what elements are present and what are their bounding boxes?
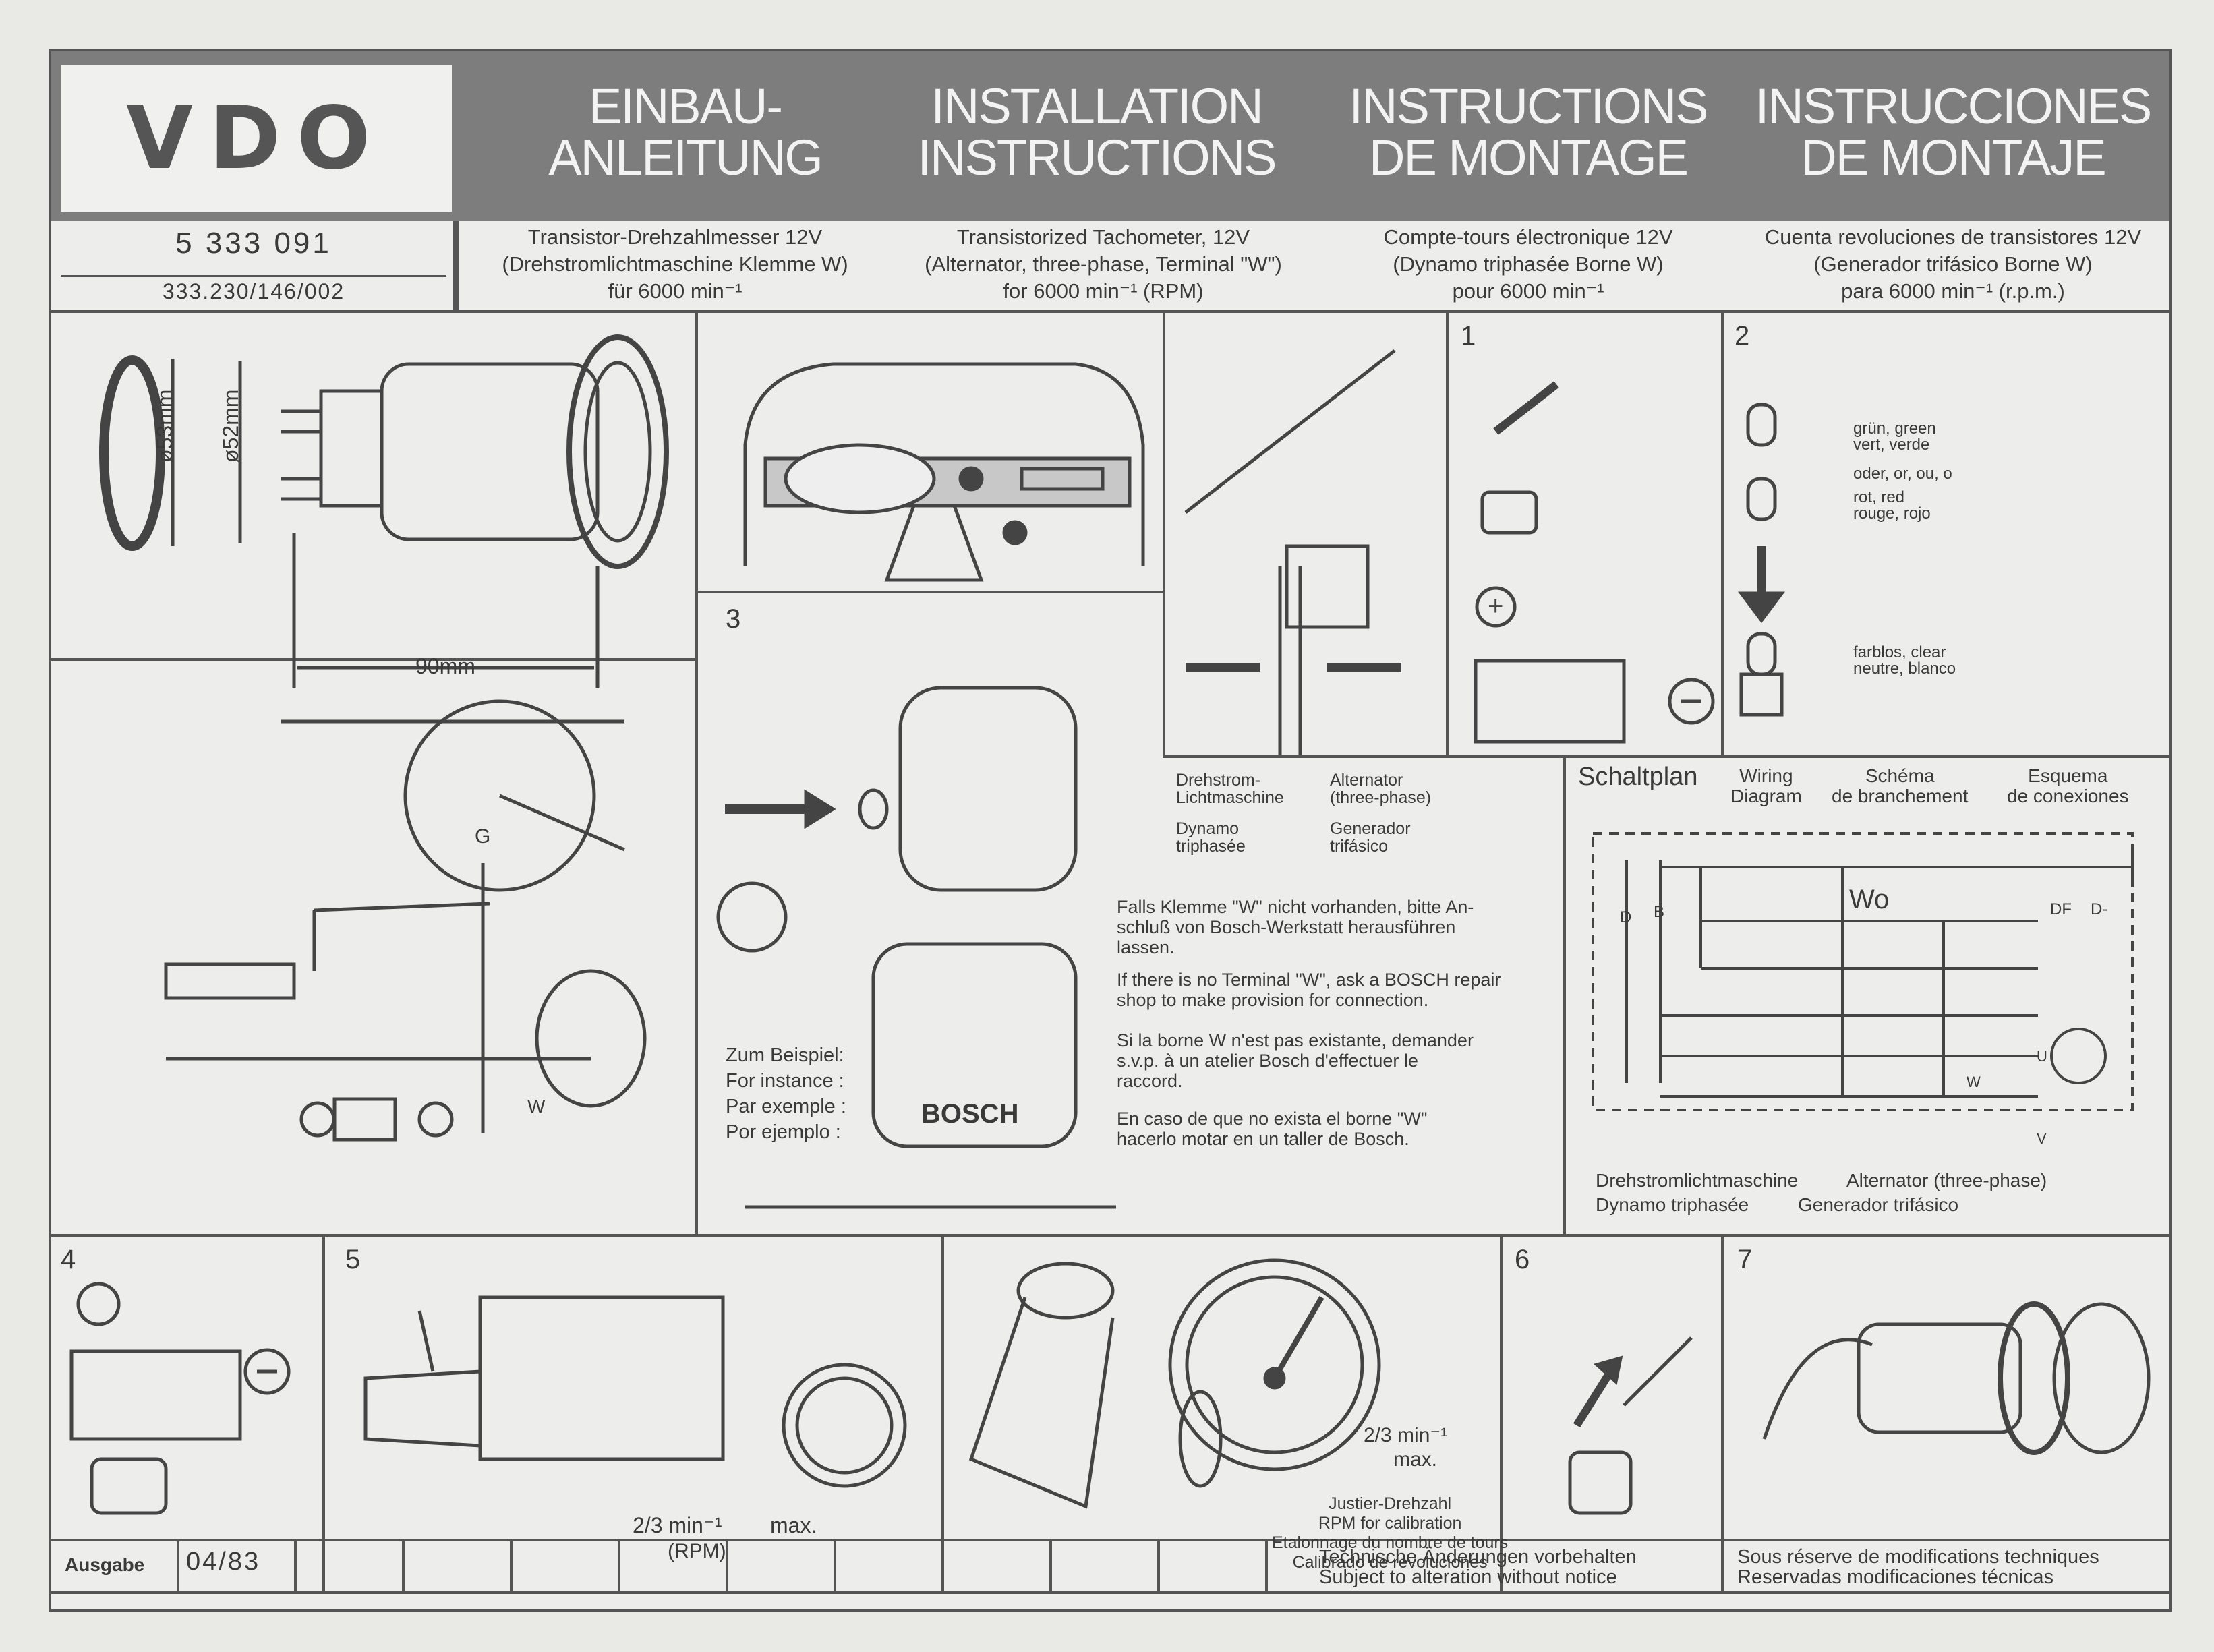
bulb-clear-label: farblos, clear neutre, blanco	[1853, 643, 1956, 678]
instruction-sheet: VDO EINBAU- ANLEITUNG INSTALLATION INSTR…	[49, 49, 2172, 1612]
length-90: 90mm	[415, 654, 475, 678]
description-fr: Compte-tours électronique 12V (Dynamo tr…	[1383, 225, 1673, 303]
terminal-w-circuit: W	[527, 1096, 546, 1117]
vdo-logo: VDO	[125, 88, 387, 189]
note-es: En caso de que no exista el borne "W" ha…	[1117, 1109, 1428, 1149]
terminal-d: D	[1620, 908, 1632, 926]
terminal-d-minus: D-	[2091, 900, 2108, 918]
terminal-df: DF	[2050, 900, 2072, 918]
calibration-labels: Justier-Drehzahl RPM for calibration Eta…	[1272, 1494, 1509, 1572]
terminal-w-diagram: W	[1967, 1073, 1981, 1090]
note-de: Falls Klemme "W" nicht vorhanden, bitte …	[1117, 897, 1474, 957]
bulb-drawing	[1738, 403, 1785, 717]
wiring-title: Wiring Diagram	[1730, 765, 1802, 806]
wiring-bottom-fr: Dynamo triphasée	[1596, 1194, 1749, 1215]
rpm-unit: (RPM)	[668, 1540, 726, 1562]
notice-es: Reservadas modificaciones técnicas	[1737, 1566, 2054, 1588]
svg-text:+: +	[1488, 591, 1503, 621]
alternator-label-de: Drehstrom- Lichtmaschine	[1176, 771, 1284, 807]
bulb-green-label: grün, green vert, verde	[1853, 419, 1936, 454]
notice-de: Technische Änderungen vorbehalten	[1319, 1546, 1637, 1568]
bosch-label: BOSCH	[921, 1099, 1019, 1129]
step-3-number: 3	[726, 604, 741, 634]
diameter-52: ø52mm	[219, 389, 243, 463]
note-fr: Si la borne W n'est pas existante, deman…	[1117, 1030, 1474, 1091]
step-7-number: 7	[1737, 1245, 1753, 1274]
part-code: 333.230/146/002	[162, 279, 345, 303]
terminal-b: B	[1654, 903, 1665, 921]
terminal-v: V	[2037, 1130, 2047, 1147]
schaltplan-title: Schaltplan	[1578, 763, 1698, 791]
title-en: INSTALLATION INSTRUCTIONS	[917, 78, 1277, 185]
terminal-g: G	[475, 825, 491, 848]
logo-box: VDO	[61, 65, 452, 212]
notice-en: Subject to alteration without notice	[1319, 1566, 1617, 1588]
step-7-drawing	[1762, 1301, 2151, 1455]
example-labels: Zum Beispiel: For instance : Par exemple…	[726, 1044, 846, 1143]
step-1-drawing: +	[1474, 381, 1715, 744]
description-es: Cuenta revoluciones de transistores 12V …	[1764, 225, 2142, 303]
header-band: VDO EINBAU- ANLEITUNG INSTALLATION INSTR…	[51, 51, 2169, 221]
title-de: EINBAU- ANLEITUNG	[548, 78, 823, 185]
gauge-fraction: 2/3 min⁻¹	[1364, 1424, 1448, 1446]
description-de: Transistor-Drehzahlmesser 12V (Drehstrom…	[502, 225, 848, 303]
title-es: INSTRUCCIONES DE MONTAJE	[1755, 78, 2153, 185]
bulb-red-label: rot, red rouge, rojo	[1853, 488, 1931, 523]
esquema-title: Esquema de conexiones	[2007, 765, 2129, 806]
alternator-label-es: Generador trifásico	[1330, 819, 1411, 856]
alternator-drawing	[716, 686, 1116, 1209]
alternator-label-en: Alternator (three-phase)	[1330, 771, 1432, 807]
note-en: If there is no Terminal "W", ask a BOSCH…	[1117, 970, 1501, 1010]
engine-drawing	[363, 1295, 907, 1488]
dimension-drawing	[99, 334, 669, 688]
step-6-drawing	[1568, 1336, 1693, 1515]
gauge-max: max.	[1393, 1448, 1438, 1471]
step-1-number: 1	[1461, 321, 1476, 351]
bulb-or-label: oder, or, ou, o	[1853, 465, 1952, 483]
description-en: Transistorized Tachometer, 12V (Alternat…	[925, 225, 1282, 303]
mounting-drawing	[1184, 349, 1401, 755]
step-6-number: 6	[1515, 1245, 1530, 1274]
calibration-drawing	[968, 1258, 1381, 1509]
wiring-bottom-de: Drehstromlichtmaschine	[1596, 1170, 1799, 1191]
alternator-label-fr: Dynamo triphasée	[1176, 819, 1246, 856]
title-fr: INSTRUCTIONS DE MONTAGE	[1349, 78, 1709, 185]
rpm-max: max.	[770, 1513, 817, 1537]
step-4-drawing	[69, 1282, 291, 1515]
edition-value: 04/83	[186, 1547, 261, 1576]
notice-fr: Sous réserve de modifications techniques	[1737, 1546, 2099, 1568]
dashboard-drawing	[743, 362, 1145, 582]
circuit-drawing	[164, 699, 647, 1142]
step-5-number: 5	[345, 1245, 361, 1274]
part-number-box: 5 333 091 333.230/146/002	[51, 221, 459, 310]
rpm-fraction: 2/3 min⁻¹	[633, 1513, 722, 1537]
schema-title: Schéma de branchement	[1832, 765, 1969, 806]
description-row: 5 333 091 333.230/146/002 Transistor-Dre…	[51, 221, 2169, 313]
terminal-u: U	[2037, 1048, 2047, 1065]
part-number: 5 333 091	[175, 227, 332, 260]
wiring-bottom-es: Generador trifásico	[1798, 1194, 1959, 1215]
step-2-number: 2	[1735, 321, 1750, 351]
step-4-number: 4	[61, 1245, 76, 1274]
edition-label: Ausgabe	[65, 1554, 145, 1575]
wiring-diagram	[1592, 832, 2134, 1111]
terminal-wo: Wo	[1849, 885, 1890, 914]
wiring-bottom-en: Alternator (three-phase)	[1846, 1170, 2047, 1191]
diameter-53: ø53mm	[152, 389, 177, 463]
